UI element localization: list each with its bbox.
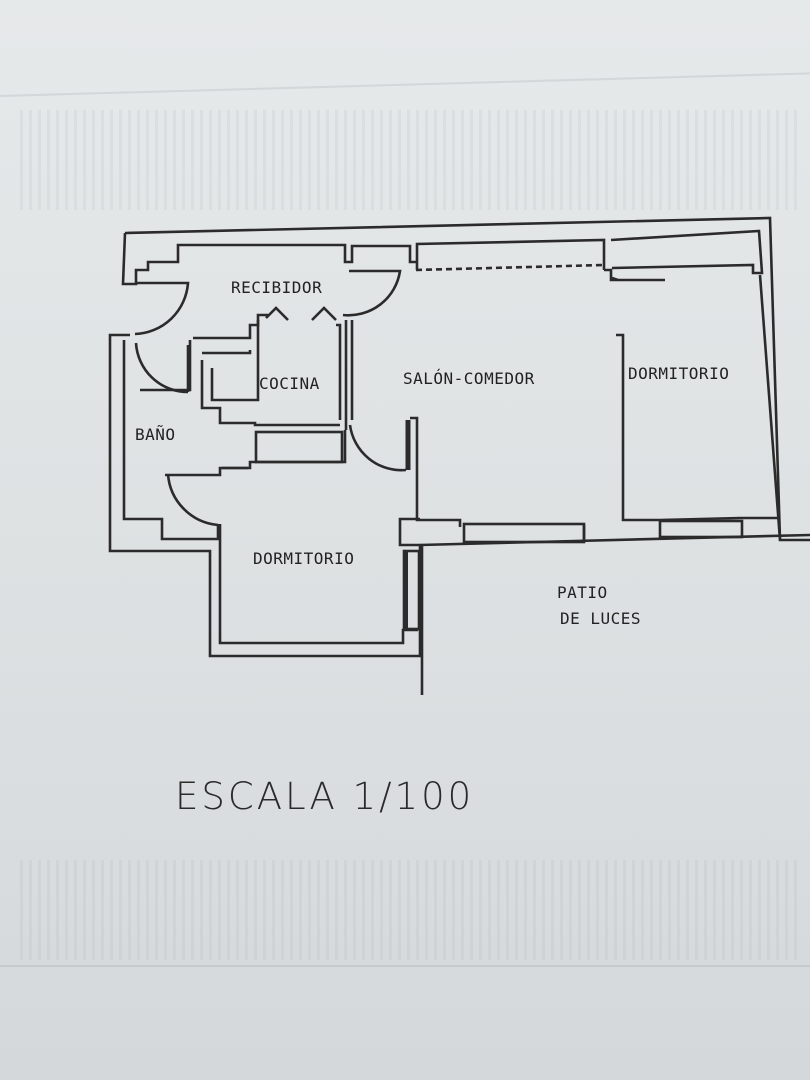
salon-door: [348, 320, 462, 527]
room-label-dormitorio-lower: DORMITORIO: [253, 549, 355, 568]
room-label-recibidor: RECIBIDOR: [231, 278, 323, 297]
patio-label-line2: DE LUCES: [560, 609, 642, 628]
show-through-text: [20, 110, 800, 210]
show-through-text: [20, 860, 800, 960]
room-label-dormitorio-right: DORMITORIO: [628, 364, 730, 383]
interior-walls-right: [415, 262, 780, 544]
scale-label: ESCALA 1/100: [175, 775, 475, 818]
exterior-walls: [108, 216, 810, 695]
lower-bedroom-walls: [218, 524, 421, 645]
door-swing-entrance: [134, 269, 402, 336]
kitchen-walls: [140, 306, 348, 470]
room-label-cocina: COCINA: [259, 374, 320, 393]
bathroom-walls: [134, 342, 248, 527]
room-label-salon-comedor: SALÓN-COMEDOR: [403, 369, 535, 388]
paper-fold-line: [0, 965, 810, 967]
room-label-bano: BAÑO: [135, 425, 176, 444]
patio-label-line1: PATIO: [557, 583, 608, 602]
